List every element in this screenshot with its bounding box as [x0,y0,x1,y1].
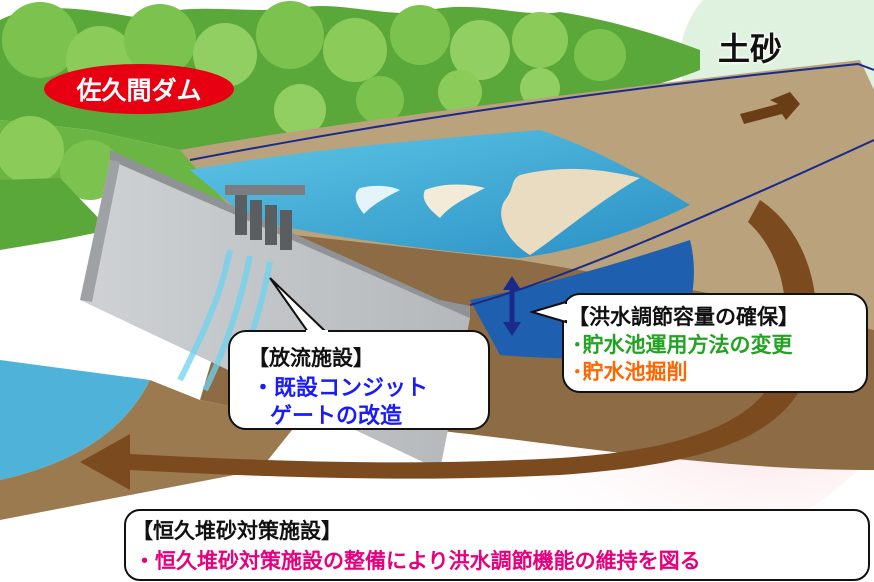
dam-name-badge: 佐久間ダム [44,64,234,114]
discharge-callout-line1: ・既設コンジット [252,376,429,401]
dam-edge [80,160,120,302]
sediment-deposit-1 [501,168,640,255]
flood-callout-item1: ･貯水池運用方法の変更 [572,333,793,357]
sediment-callout-line1: ・恒久堆砂対策施設の整備により洪水調節機能の維持を図る [134,549,701,573]
sediment-label: 土砂 [718,30,783,68]
sediment-inflow-arrow [740,92,800,124]
forest [0,1,700,250]
downstream-bank [0,380,300,520]
flood-callout-tail [530,300,570,324]
discharge-callout-line2: ゲートの改造 [270,404,403,429]
sediment-callout-title: 【恒久堆砂対策施設】 [132,519,342,543]
bypass-arrow [80,200,817,490]
sediment-deposit-2 [423,184,485,218]
spillway-gates [225,185,305,250]
discharge-callout-tail [269,277,328,336]
high-water-line [189,62,874,306]
water-level-arrow [503,276,521,336]
sediment-facility-callout: 【恒久堆砂対策施設】 ・恒久堆砂対策施設の整備により洪水調節機能の維持を図る [124,509,870,581]
sediment-deposit-3 [355,185,400,214]
flood-callout-title: 【洪水調節容量の確保】 [568,305,799,329]
discharge-facility-callout: 【放流施設】 ・既設コンジット ゲートの改造 [228,330,490,430]
flood-callout-item2: ･貯水池掘削 [572,360,688,384]
flood-control-callout: 【洪水調節容量の確保】 ･貯水池運用方法の変更 ･貯水池掘削 [562,293,868,393]
discharge-callout-title: 【放流施設】 [248,346,374,370]
downstream-river [0,360,150,480]
